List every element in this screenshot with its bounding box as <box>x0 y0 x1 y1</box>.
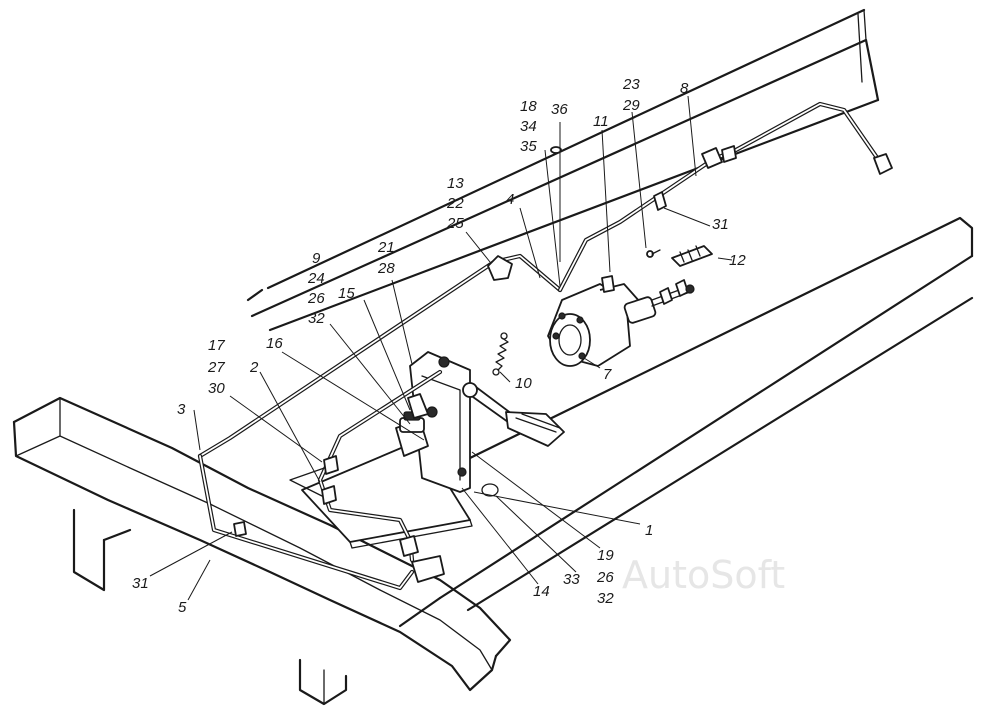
callout-30: 30 <box>208 380 225 397</box>
callout-17: 17 <box>208 337 225 354</box>
callout-11: 11 <box>593 113 609 130</box>
callout-24: 24 <box>307 270 325 287</box>
callout-28: 28 <box>377 260 395 277</box>
callout-29: 29 <box>622 97 640 114</box>
ring-33 <box>481 483 499 497</box>
callout-15: 15 <box>338 285 355 302</box>
callout-32b: 32 <box>597 590 614 607</box>
callout-10: 10 <box>515 375 532 392</box>
callout-5: 5 <box>178 599 187 616</box>
callout-4: 4 <box>506 191 514 208</box>
callout-16: 16 <box>266 335 283 352</box>
callout-31b: 31 <box>132 575 149 592</box>
callout-1: 1 <box>645 522 653 539</box>
callout-25: 25 <box>446 215 464 232</box>
callout-22: 22 <box>446 195 464 212</box>
clutch-pedal <box>462 382 565 447</box>
cross-member <box>12 396 512 706</box>
bolt-23 <box>646 249 661 258</box>
watermark: AutoSoft <box>622 553 785 597</box>
callout-35: 35 <box>520 138 537 155</box>
callout-2: 2 <box>249 359 259 376</box>
pedal-bracket <box>409 351 471 493</box>
washer-36 <box>550 146 562 154</box>
callout-34: 34 <box>520 118 537 135</box>
callout-33: 33 <box>563 571 580 588</box>
callout-14: 14 <box>533 583 550 600</box>
upper-frame-rail <box>246 8 880 332</box>
callout-9: 9 <box>312 250 321 267</box>
callout-7: 7 <box>603 366 612 383</box>
callout-19: 19 <box>597 547 614 564</box>
callout-32a: 32 <box>308 310 325 327</box>
clutch-booster <box>547 275 695 367</box>
return-spring-10 <box>492 332 509 376</box>
callout-3: 3 <box>177 401 186 418</box>
lower-frame-rail <box>398 216 974 628</box>
spring-12 <box>671 245 713 267</box>
callout-27: 27 <box>207 359 225 376</box>
callout-18: 18 <box>520 98 537 115</box>
callout-26a: 26 <box>307 290 325 307</box>
master-cylinder <box>395 393 429 457</box>
callout-26b: 26 <box>596 569 614 586</box>
callout-21: 21 <box>377 239 395 256</box>
callout-12: 12 <box>729 252 746 269</box>
hydraulic-lines <box>197 101 893 591</box>
callout-8: 8 <box>680 80 689 97</box>
callout-31a: 31 <box>712 216 729 233</box>
callout-13: 13 <box>447 175 464 192</box>
leader-lines <box>149 95 733 601</box>
callout-labels: 1 2 3 4 5 7 8 9 24 26 32 10 11 12 13 22 … <box>132 76 746 616</box>
callout-36: 36 <box>551 101 568 118</box>
callout-23: 23 <box>622 76 640 93</box>
